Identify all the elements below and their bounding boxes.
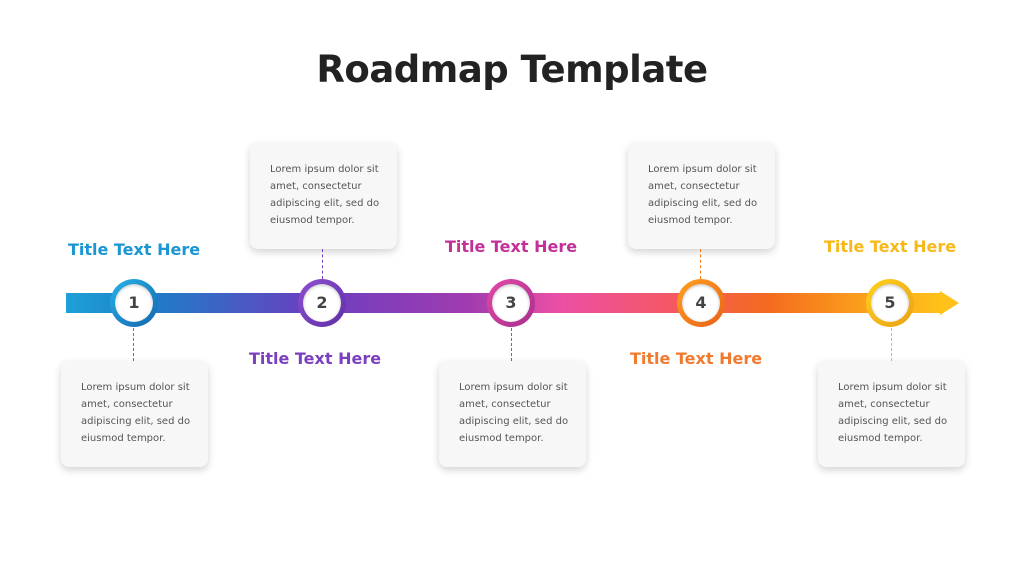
step-4-card: Lorem ipsum dolor sit amet, consectetur … [628,143,775,249]
step-5-connector [891,328,892,361]
step-2-title: Title Text Here [248,349,382,368]
step-5-description: Lorem ipsum dolor sit amet, consectetur … [838,382,948,444]
step-3-title: Title Text Here [444,237,578,256]
step-4-number: 4 [682,284,720,322]
step-3-description: Lorem ipsum dolor sit amet, consectetur … [459,382,569,444]
step-4-connector [700,249,701,279]
step-3-card: Lorem ipsum dolor sit amet, consectetur … [439,361,586,467]
step-2-description: Lorem ipsum dolor sit amet, consectetur … [270,164,380,226]
step-2-card: Lorem ipsum dolor sit amet, consectetur … [250,143,397,249]
step-1-title: Title Text Here [67,240,201,259]
step-4-node: 4 [677,279,725,327]
page-title: Roadmap Template [316,48,708,91]
step-2-connector [322,249,323,279]
step-5-number: 5 [871,284,909,322]
roadmap-arrow-head [940,291,959,315]
step-1-card: Lorem ipsum dolor sit amet, consectetur … [61,361,208,467]
step-1-node: 1 [110,279,158,327]
step-2-number: 2 [303,284,341,322]
step-3-connector [511,328,512,361]
step-1-description: Lorem ipsum dolor sit amet, consectetur … [81,382,191,444]
step-5-title: Title Text Here [823,237,957,256]
step-1-connector [133,328,134,361]
step-2-node: 2 [298,279,346,327]
step-1-number: 1 [115,284,153,322]
step-4-description: Lorem ipsum dolor sit amet, consectetur … [648,164,758,226]
step-3-node: 3 [487,279,535,327]
step-5-node: 5 [866,279,914,327]
step-4-title: Title Text Here [629,349,763,368]
step-3-number: 3 [492,284,530,322]
step-5-card: Lorem ipsum dolor sit amet, consectetur … [818,361,965,467]
